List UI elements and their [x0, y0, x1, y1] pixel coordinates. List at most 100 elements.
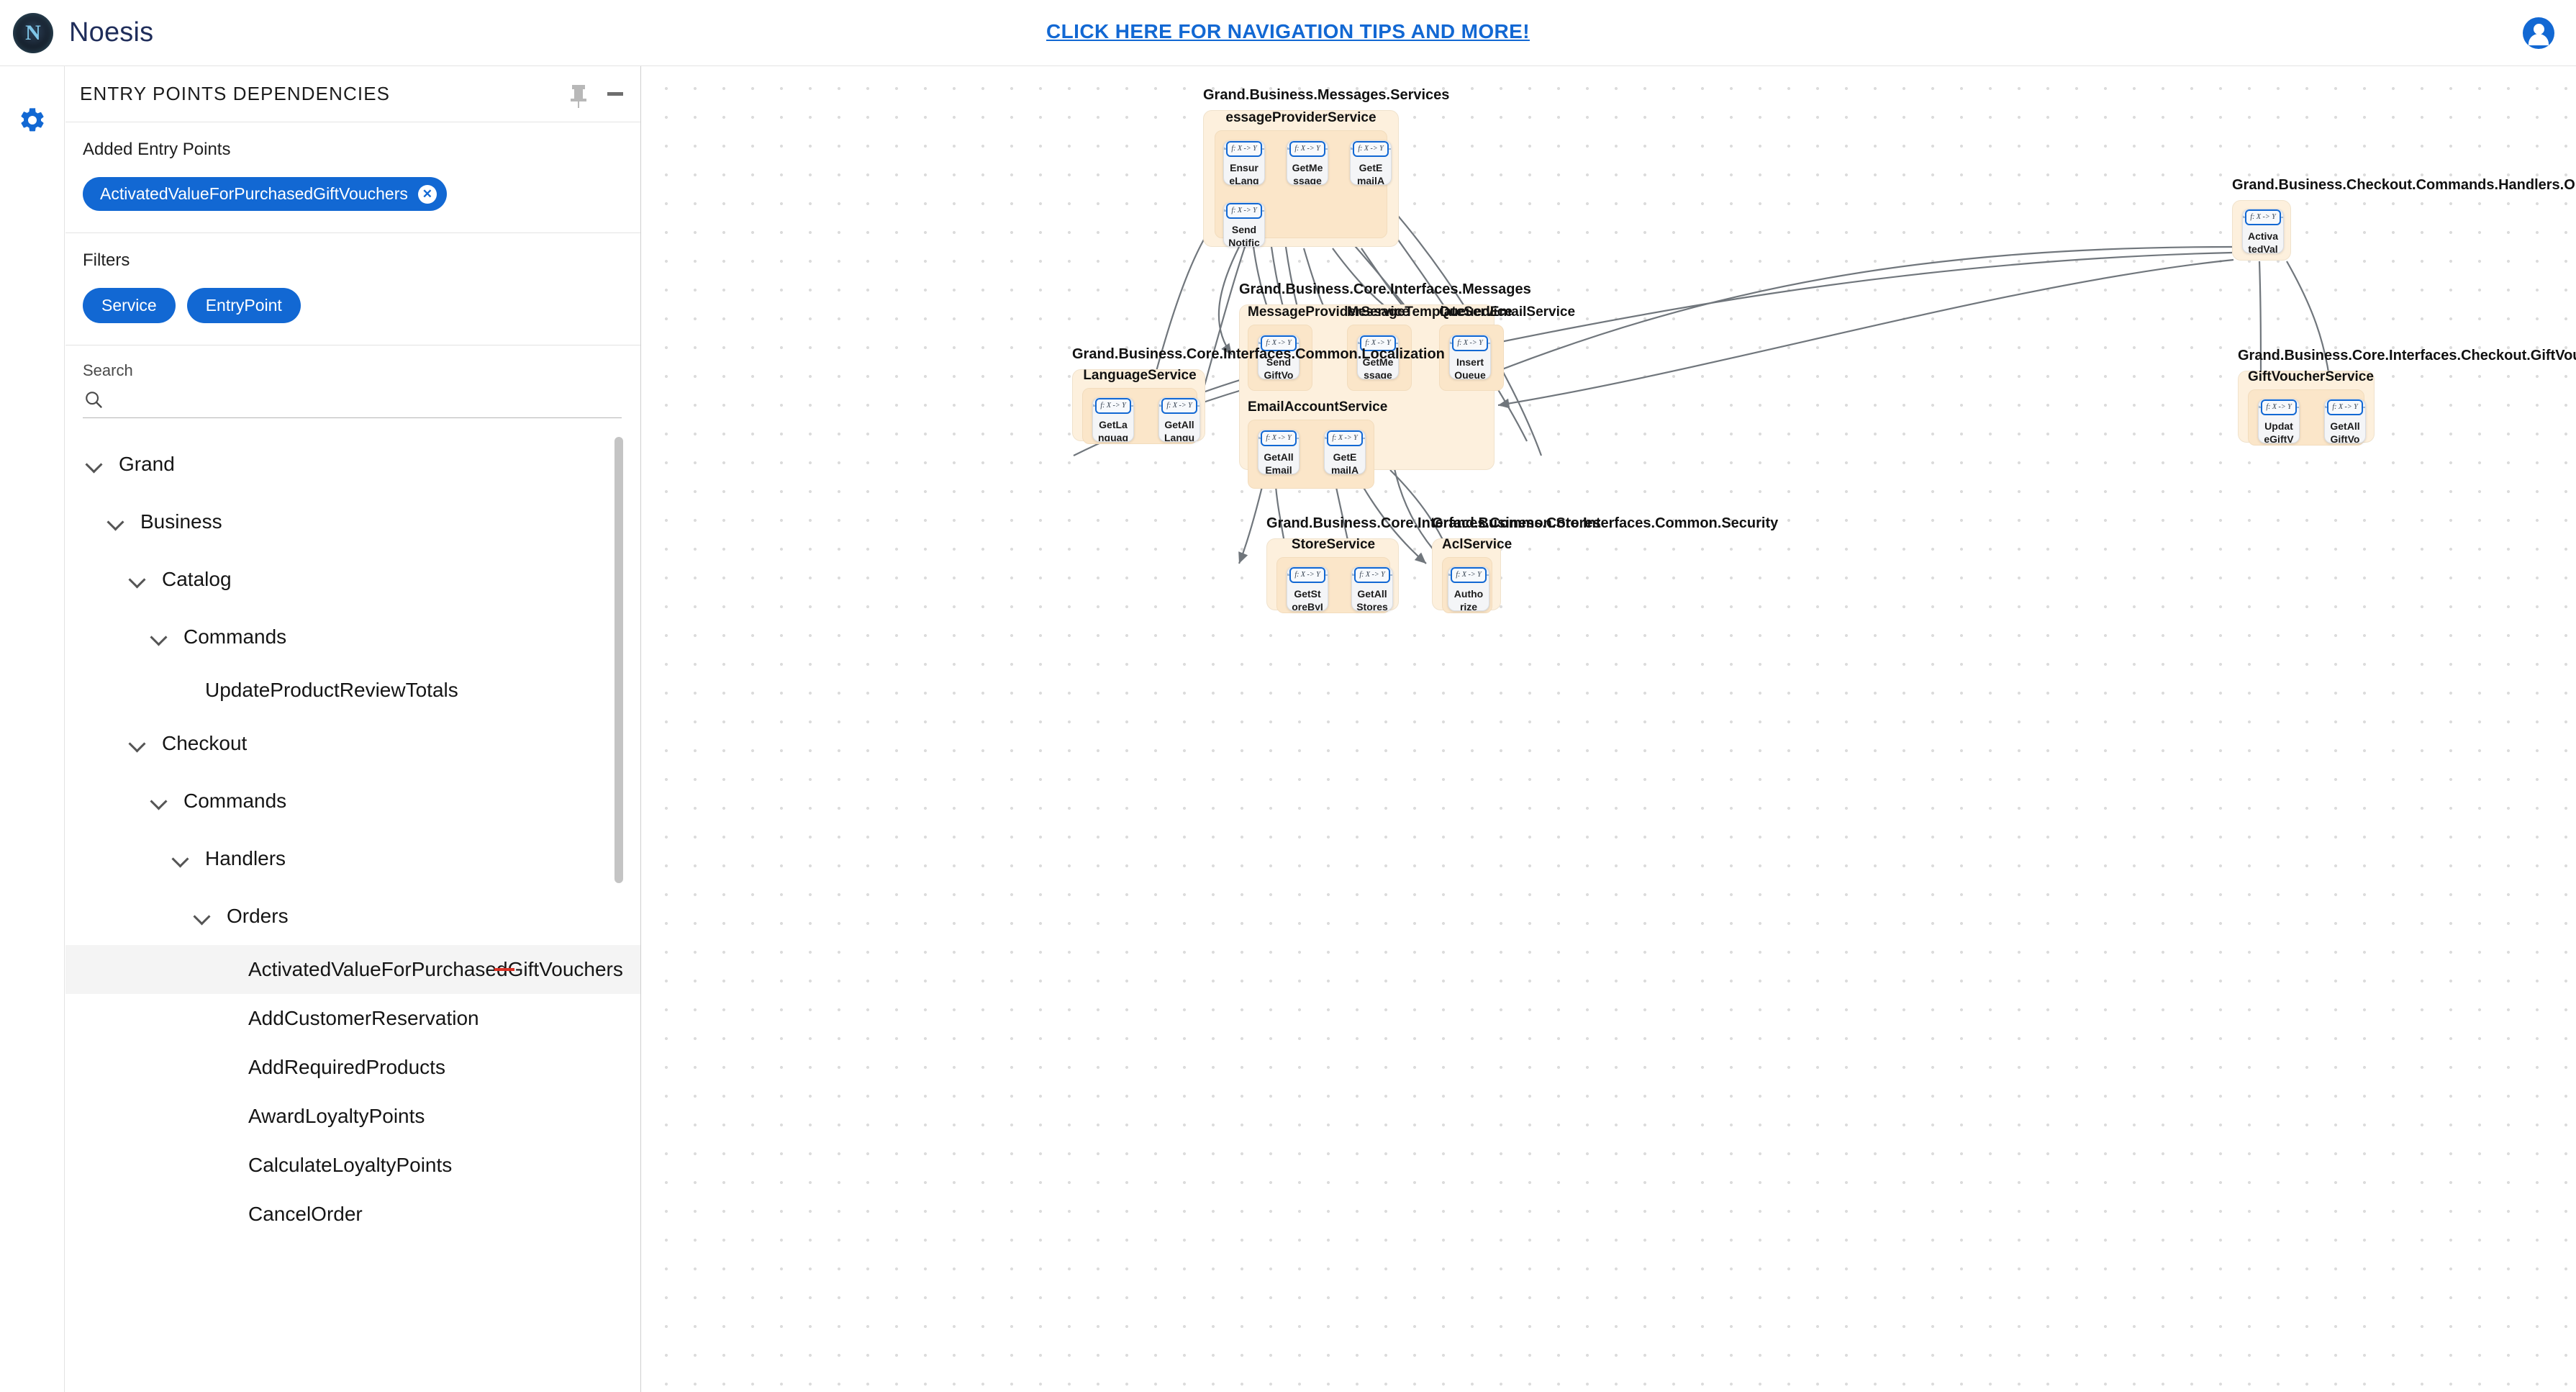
chevron-down-icon[interactable] — [86, 455, 104, 474]
chevron-down-icon[interactable] — [194, 907, 212, 926]
filter-chip-entrypoint[interactable]: EntryPoint — [186, 288, 301, 323]
tree-item-cancelorder[interactable]: CancelOrder — [65, 1190, 640, 1239]
tree-item-commands[interactable]: Commands — [65, 608, 640, 666]
tree-item-handlers[interactable]: Handlers — [65, 830, 640, 887]
minimize-icon[interactable] — [607, 92, 623, 96]
tree-item-grand[interactable]: Grand — [65, 435, 640, 493]
search-row[interactable] — [83, 384, 622, 418]
graph-namespace-cluster[interactable]: Grand.Business.Core.Interfaces.Common.Se… — [1432, 515, 1778, 613]
graph-node-getmessagetemplatebyname[interactable]: f: X -> YGetMessageTemplateByName — [1357, 335, 1399, 379]
graph-node-sendnotification[interactable]: f: X -> YSendNotification — [1223, 202, 1265, 247]
graph-node-sendgiftvouchermessage[interactable]: f: X -> YSendGiftVoucherMessage — [1258, 335, 1300, 379]
fx-arrow-in — [1287, 573, 1290, 576]
graph-namespace-cluster[interactable]: Grand.Business.Checkout.Commands.Handler… — [2232, 177, 2576, 261]
fx-arrow-in — [1352, 573, 1355, 576]
graph-node-getallstores[interactable]: f: X -> Y GetAllStores — [1351, 566, 1393, 611]
graph-node-label: GetAllLanguages — [1164, 419, 1194, 442]
chevron-down-icon[interactable] — [150, 792, 169, 810]
tree-item-catalog[interactable]: Catalog — [65, 551, 640, 608]
graph-node-getemailaccountofmessagetemplate[interactable]: f: X -> YGetEmailAccountOfMessageTemplat… — [1350, 140, 1392, 185]
tree-item-business[interactable]: Business — [65, 493, 640, 551]
gear-icon[interactable] — [18, 106, 47, 135]
service-title: AclService — [1442, 537, 1513, 552]
tree-item-awardloyaltypoints[interactable]: AwardLoyaltyPoints — [65, 1092, 640, 1141]
remove-entry-point-icon[interactable] — [494, 968, 514, 971]
fx-core-label: f: X -> Y — [1289, 567, 1325, 583]
brand[interactable]: N Noesis — [0, 12, 153, 53]
pin-icon[interactable] — [568, 83, 589, 108]
fx-arrow-out — [1325, 148, 1328, 150]
graph-namespace-cluster[interactable]: Grand.Business.Core.Interfaces.Common.Lo… — [1072, 346, 1445, 444]
fx-diagram: f: X -> Y — [2243, 209, 2283, 225]
tree-scrollbar[interactable] — [614, 437, 623, 883]
graph-node-getmessagetemplate[interactable]: f: X -> YGetMessageTemplate — [1287, 140, 1328, 185]
graph-node-updategiftvoucher[interactable]: f: X -> YUpdateGiftVoucher — [2258, 399, 2300, 443]
namespace-body: f: X -> YActivatedValueForPurchasedGiftV… — [2232, 200, 2291, 261]
filter-chip-service[interactable]: Service — [83, 288, 176, 323]
tree-item-commands[interactable]: Commands — [65, 772, 640, 830]
chevron-down-icon[interactable] — [172, 849, 191, 868]
graph-node-getemailaccountbyid[interactable]: f: X -> YGetEmailAccountById — [1324, 430, 1366, 474]
chevron-down-icon[interactable] — [150, 628, 169, 646]
tree-item-addrequiredproducts[interactable]: AddRequiredProducts — [65, 1043, 640, 1092]
chevron-down-icon[interactable] — [107, 512, 126, 531]
fx-core-label: f: X -> Y — [1261, 430, 1297, 446]
pin-bot — [571, 98, 586, 101]
function-node-icon: f: X -> Y — [1450, 335, 1490, 351]
namespace-title: Grand.Business.Core.Interfaces.Common.St… — [1266, 515, 1601, 531]
graph-node-getallgiftvouchers[interactable]: f: X -> YGetAllGiftVouchers — [2324, 399, 2366, 443]
panel-title: ENTRY POINTS DEPENDENCIES — [80, 83, 391, 104]
fx-arrow-out — [1388, 148, 1391, 150]
fx-arrow-in — [1093, 404, 1096, 407]
graph-node-ensurelanguageisactive[interactable]: f: X -> YEnsureLanguageIsActive — [1223, 140, 1265, 185]
graph-node-insertqueuedemail[interactable]: f: X -> YInsertQueuedEmail — [1449, 335, 1491, 379]
graph-node-label: GetLanguageById — [1098, 419, 1128, 442]
tree-item-calculateloyaltypoints[interactable]: CalculateLoyaltyPoints — [65, 1141, 640, 1190]
fx-diagram: f: X -> Y — [1159, 398, 1199, 414]
graph-node-label: GetAllStores — [1356, 588, 1388, 611]
graph-node-getlanguagebyid[interactable]: f: X -> Y GetLanguageById — [1092, 397, 1134, 442]
graph-namespace-cluster[interactable]: Grand.Business.Core.Interfaces.Common.St… — [1266, 515, 1601, 613]
tree-item-updateproductreviewtotals[interactable]: UpdateProductReviewTotals — [65, 666, 640, 715]
graph-node-activatedvalueforpurchasedgiftvouchers[interactable]: f: X -> YActivatedValueForPurchasedGiftV… — [2242, 209, 2284, 253]
tree-item-activatedvalueforpurchasedgiftvouchers[interactable]: ActivatedValueForPurchasedGiftVouchers — [65, 945, 640, 994]
graph-node-getallemailaccounts[interactable]: f: X -> Y GetAllEmailAccounts — [1258, 430, 1300, 474]
top-bar: N Noesis CLICK HERE FOR NAVIGATION TIPS … — [0, 0, 2576, 66]
tree-item-addcustomerreservation[interactable]: AddCustomerReservation — [65, 994, 640, 1043]
chevron-down-icon[interactable] — [129, 570, 148, 589]
service-body: f: X -> YInsertQueuedEmail — [1439, 325, 1504, 391]
fx-diagram: f: X -> Y — [1224, 203, 1264, 219]
fx-arrow-out — [1325, 574, 1328, 576]
chevron-down-icon[interactable] — [129, 734, 148, 753]
graph-node-getstorebyid[interactable]: f: X -> YGetStoreById — [1287, 566, 1328, 611]
search-input[interactable] — [112, 390, 622, 409]
fx-diagram: f: X -> Y — [1093, 398, 1133, 414]
graph-node-getalllanguages[interactable]: f: X -> Y GetAllLanguages — [1158, 397, 1200, 442]
fx-arrow-out — [1486, 574, 1489, 576]
graph-node-label: GetAllEmailAccounts — [1264, 451, 1294, 474]
tree-item-orders[interactable]: Orders — [65, 887, 640, 945]
tree-item-checkout[interactable]: Checkout — [65, 715, 640, 772]
close-icon[interactable]: ✕ — [417, 184, 437, 204]
entry-point-chip[interactable]: ActivatedValueForPurchasedGiftVouchers ✕ — [83, 177, 447, 211]
account-circle-icon[interactable] — [2523, 17, 2554, 49]
tree-item-label: Orders — [227, 905, 289, 928]
fx-core-label: f: X -> Y — [1327, 430, 1363, 446]
function-node-icon: f: X -> Y — [2243, 209, 2283, 225]
graph-namespace-cluster[interactable]: Grand.Business.Core.Interfaces.Checkout.… — [2238, 348, 2576, 446]
fx-core-label: f: X -> Y — [1354, 567, 1390, 583]
navigation-tips-link[interactable]: CLICK HERE FOR NAVIGATION TIPS AND MORE! — [1046, 20, 1530, 42]
